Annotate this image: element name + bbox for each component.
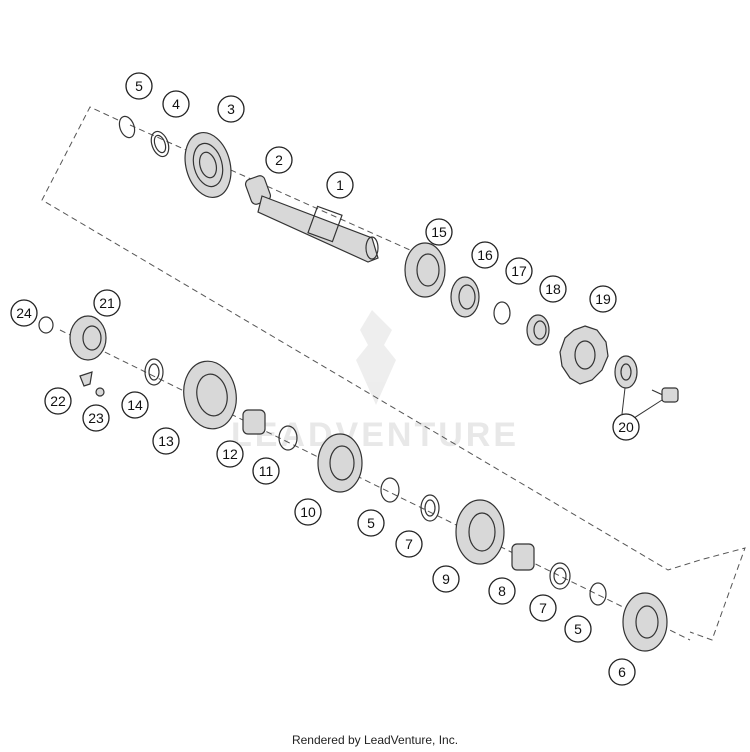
callout-2[interactable]: 2 <box>265 146 293 174</box>
callout-1[interactable]: 1 <box>326 171 354 199</box>
flame-logo-icon <box>356 310 396 405</box>
callout-4[interactable]: 4 <box>162 90 190 118</box>
part-16-seal <box>450 276 480 318</box>
callout-17[interactable]: 17 <box>505 257 533 285</box>
watermark: LEADVENTURE <box>231 310 519 454</box>
svg-text:20: 20 <box>618 419 634 435</box>
callout-23[interactable]: 23 <box>82 404 110 432</box>
callout-22[interactable]: 22 <box>44 387 72 415</box>
part-22-pin <box>79 371 93 387</box>
part-18-spacer <box>526 314 550 346</box>
part-15-ball-bearing <box>404 242 446 298</box>
part-8-needle-bearing <box>511 543 535 571</box>
part-19-sprocket <box>559 325 609 385</box>
svg-text:7: 7 <box>539 600 547 616</box>
callout-19[interactable]: 19 <box>589 285 617 313</box>
svg-text:17: 17 <box>511 263 527 279</box>
svg-text:4: 4 <box>172 96 180 112</box>
part-24-circlip <box>38 316 54 334</box>
callout-5-end[interactable]: 5 <box>564 615 592 643</box>
callout-18[interactable]: 18 <box>539 275 567 303</box>
upper-shaft-axis <box>129 124 411 251</box>
callout-11[interactable]: 11 <box>252 457 280 485</box>
svg-text:15: 15 <box>431 224 447 240</box>
part-6-gear <box>622 592 668 652</box>
svg-text:2: 2 <box>275 152 283 168</box>
part-23-screw <box>95 387 105 397</box>
svg-text:21: 21 <box>99 295 115 311</box>
callout-16[interactable]: 16 <box>471 241 499 269</box>
part-3-gear <box>184 132 232 198</box>
callout-15[interactable]: 15 <box>425 218 453 246</box>
callout-3[interactable]: 3 <box>217 95 245 123</box>
leader-20a <box>621 387 626 415</box>
svg-text:13: 13 <box>158 433 174 449</box>
svg-text:8: 8 <box>498 583 506 599</box>
callout-10[interactable]: 10 <box>294 498 322 526</box>
part-7-washer-lower <box>549 562 571 590</box>
svg-text:5: 5 <box>574 621 582 637</box>
svg-text:5: 5 <box>135 78 143 94</box>
svg-text:7: 7 <box>405 536 413 552</box>
svg-text:9: 9 <box>442 571 450 587</box>
svg-text:6: 6 <box>618 664 626 680</box>
svg-text:19: 19 <box>595 291 611 307</box>
callout-20[interactable]: 20 <box>612 413 640 441</box>
svg-text:16: 16 <box>477 247 493 263</box>
render-credit: Rendered by LeadVenture, Inc. <box>291 733 459 747</box>
svg-text:23: 23 <box>88 410 104 426</box>
part-14-washer <box>144 358 164 386</box>
svg-text:12: 12 <box>222 446 238 462</box>
callout-7[interactable]: 7 <box>395 530 423 558</box>
part-13-gear <box>183 360 237 430</box>
callout-12[interactable]: 12 <box>216 440 244 468</box>
watermark-text: LEADVENTURE <box>231 416 519 454</box>
part-20-washer-and-bolt <box>614 355 679 403</box>
callout-14[interactable]: 14 <box>121 391 149 419</box>
callout-5-lower[interactable]: 5 <box>357 509 385 537</box>
leader-20b <box>633 399 663 419</box>
part-11-washer <box>278 425 298 451</box>
callout-13[interactable]: 13 <box>152 427 180 455</box>
lower-shaft-axis <box>59 329 691 641</box>
part-21-ball-bearing <box>69 315 107 361</box>
part-5-circlip <box>118 115 136 139</box>
part-7-washer <box>420 494 440 522</box>
callout-7-lower[interactable]: 7 <box>529 594 557 622</box>
part-1-main-shaft <box>257 195 379 263</box>
assembly-outline <box>41 106 746 641</box>
part-17-o-ring <box>493 301 511 325</box>
part-4-washer <box>150 130 170 158</box>
callout-8[interactable]: 8 <box>488 577 516 605</box>
svg-text:22: 22 <box>50 393 66 409</box>
part-10-gear <box>317 433 363 493</box>
svg-text:24: 24 <box>16 305 32 321</box>
svg-text:14: 14 <box>127 397 143 413</box>
svg-text:11: 11 <box>259 463 274 479</box>
callout-21[interactable]: 21 <box>93 289 121 317</box>
part-12-bushing <box>242 409 266 435</box>
callout-5[interactable]: 5 <box>125 72 153 100</box>
svg-text:3: 3 <box>227 101 235 117</box>
part-5-circlip-lower <box>380 477 400 503</box>
callout-24[interactable]: 24 <box>10 299 38 327</box>
svg-text:18: 18 <box>545 281 561 297</box>
callout-9[interactable]: 9 <box>432 565 460 593</box>
callout-6[interactable]: 6 <box>608 658 636 686</box>
part-5-circlip-end <box>589 582 607 606</box>
svg-text:10: 10 <box>300 504 316 520</box>
svg-text:5: 5 <box>367 515 375 531</box>
svg-text:1: 1 <box>336 177 344 193</box>
part-9-gear <box>455 499 505 565</box>
